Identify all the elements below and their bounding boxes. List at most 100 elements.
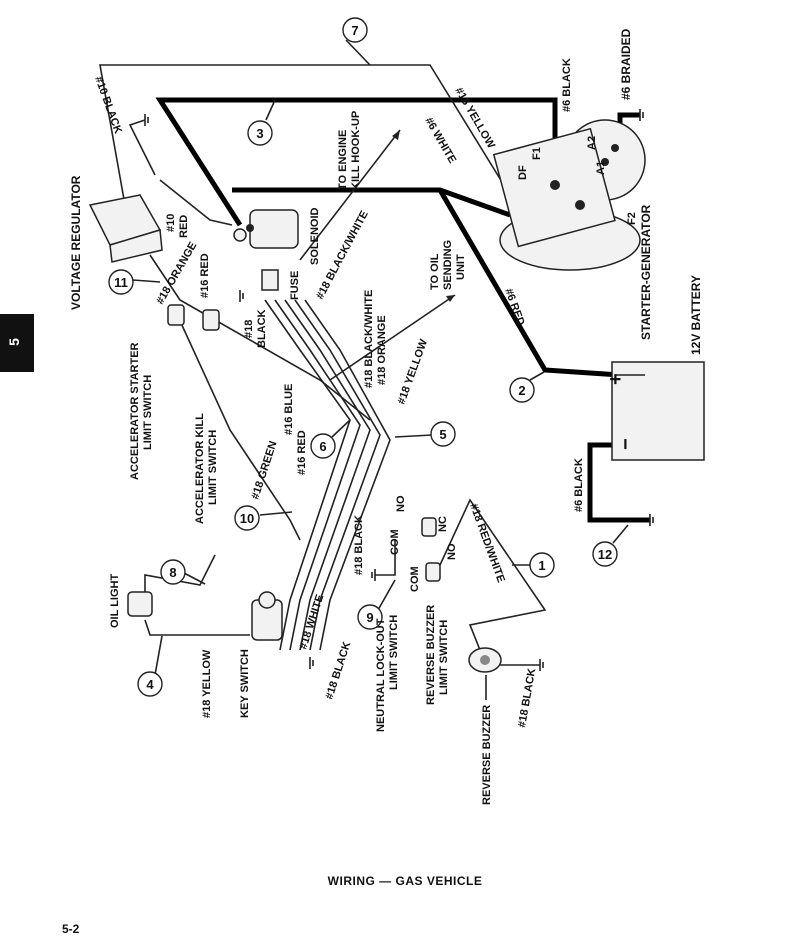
wire-6-black-top [155, 97, 558, 227]
neutral-label-a: NEUTRAL LOCK-OUT [375, 618, 387, 732]
ground-symbols [144, 109, 654, 671]
wire-18-orange [149, 254, 371, 421]
black18d-label: #18 BLACK [323, 640, 353, 701]
wire-6-red [437, 188, 621, 378]
battery-label: 12V BATTERY [689, 275, 703, 355]
wire-10-black [128, 119, 156, 176]
svg-text:2: 2 [518, 383, 525, 398]
black18e-label: #18 BLACK [516, 667, 538, 728]
green18-label: #18 GREEN [249, 440, 279, 501]
white6-label: #6 WHITE [422, 116, 458, 166]
no-a-label: NO [395, 495, 407, 512]
callout-3: 3 [247, 99, 276, 146]
yellow16-label: #16 YELLOW [452, 86, 497, 152]
callout-12: 12 [592, 524, 629, 567]
df-label: DF [517, 165, 529, 180]
com-b-label: COM [409, 566, 421, 592]
callout-4: 4 [137, 635, 163, 697]
harness-4 [294, 299, 381, 651]
neutral-label-b: LIMIT SWITCH [388, 615, 400, 690]
f2-label: F2 [626, 212, 638, 225]
fuse-label: FUSE [289, 271, 301, 300]
voltage-regulator-label: VOLTAGE REGULATOR [69, 175, 83, 310]
battery-plus: + [605, 373, 627, 385]
red16-label: #16 RED [199, 253, 211, 298]
oil-light-label: OIL LIGHT [109, 574, 121, 628]
solenoid [233, 209, 299, 249]
accel-starter-label-a: ACCELERATOR STARTER [129, 342, 141, 480]
nc-label: NC [437, 516, 449, 532]
callout-11: 11 [108, 269, 161, 295]
svg-text:6: 6 [319, 439, 326, 454]
section-tab: 5 [0, 314, 34, 372]
yellow18b-label: #18 YELLOW [201, 649, 213, 718]
harness-2 [274, 299, 361, 651]
harness-5 [304, 299, 391, 651]
kill-hookup-label: KILL HOOK-UP [350, 111, 362, 190]
page-number: 5-2 [62, 922, 80, 936]
rev-limit-label-b: LIMIT SWITCH [438, 620, 450, 695]
wire-16-yellow [99, 64, 511, 206]
wire-6-black-bottom [587, 442, 650, 523]
a1-label: A1 [595, 161, 607, 175]
reverse-buzzer [468, 647, 502, 673]
com-a-label: COM [389, 529, 401, 555]
a2-label: A2 [586, 136, 598, 150]
f1-label: F1 [531, 147, 543, 160]
black-white-18-label: #18 BLACK/WHITE [314, 209, 371, 302]
harness-3 [284, 299, 371, 651]
accel-kill-label-b: LIMIT SWITCH [207, 430, 219, 505]
arrow-kill [392, 130, 400, 140]
accel-starter-label-b: LIMIT SWITCH [142, 375, 154, 450]
red10-label-a: #10 [165, 214, 177, 232]
red-white-18-label: #18 RED/WHITE [467, 502, 507, 584]
arrow-oil [446, 295, 455, 302]
reverse-buzzer-label: REVERSE BUZZER [481, 705, 493, 805]
to-oil-label-c: UNIT [455, 254, 467, 280]
to-oil-label-b: SENDING [442, 240, 454, 290]
callout-9: 9 [357, 579, 396, 630]
svg-text:4: 4 [146, 677, 154, 692]
callout-2: 2 [509, 371, 545, 403]
to-engine-label: TO ENGINE [337, 130, 349, 190]
callout-1: 1 [512, 552, 555, 578]
svg-text:7: 7 [351, 23, 358, 38]
red10-label-b: RED [178, 215, 190, 238]
callout-6: 6 [310, 419, 351, 459]
yellow18-label: #18 YELLOW [396, 337, 431, 406]
wire-18-yellow [144, 619, 250, 636]
svg-text:8: 8 [169, 565, 176, 580]
black18c-label: #18 BLACK [353, 515, 365, 575]
callout-10: 10 [234, 505, 293, 531]
callout-5: 5 [394, 421, 456, 447]
neutral-switch-body [421, 517, 437, 537]
rev-limit-label-a: REVERSE BUZZER [425, 605, 437, 705]
svg-text:11: 11 [114, 275, 128, 290]
black18-label-a: #18 [243, 320, 255, 338]
accelerator-starter-switch [167, 304, 185, 326]
red16b-label: #16 RED [296, 430, 308, 475]
wire-18-green [174, 309, 301, 541]
black10-label: #10 BLACK [92, 75, 124, 135]
callout-8: 8 [160, 559, 206, 585]
voltage-regulator [88, 194, 163, 263]
black6-top-label: #6 BLACK [561, 58, 573, 112]
key-switch-label: KEY SWITCH [239, 649, 251, 718]
accel-kill-label-a: ACCELERATOR KILL [194, 413, 206, 524]
no-b-label: NO [446, 543, 458, 560]
svg-text:9: 9 [366, 610, 373, 625]
wire-18-red-white [439, 498, 547, 651]
solenoid-label: SOLENOID [309, 207, 321, 265]
wire-to-oil [329, 294, 456, 381]
black18-label-b: BLACK [256, 309, 268, 348]
black-white-18b-label: #18 BLACK/WHITE [363, 290, 375, 388]
svg-text:3: 3 [256, 126, 263, 141]
wire-18-black-neutral [375, 540, 396, 576]
starter-generator [492, 119, 646, 271]
wire-to-kill [299, 129, 401, 261]
figure-caption: WIRING — GAS VEHICLE [327, 874, 483, 888]
black6-bottom-label: #6 BLACK [573, 458, 585, 512]
orange18b-label: #18 ORANGE [376, 315, 388, 385]
key-switch [251, 591, 283, 641]
